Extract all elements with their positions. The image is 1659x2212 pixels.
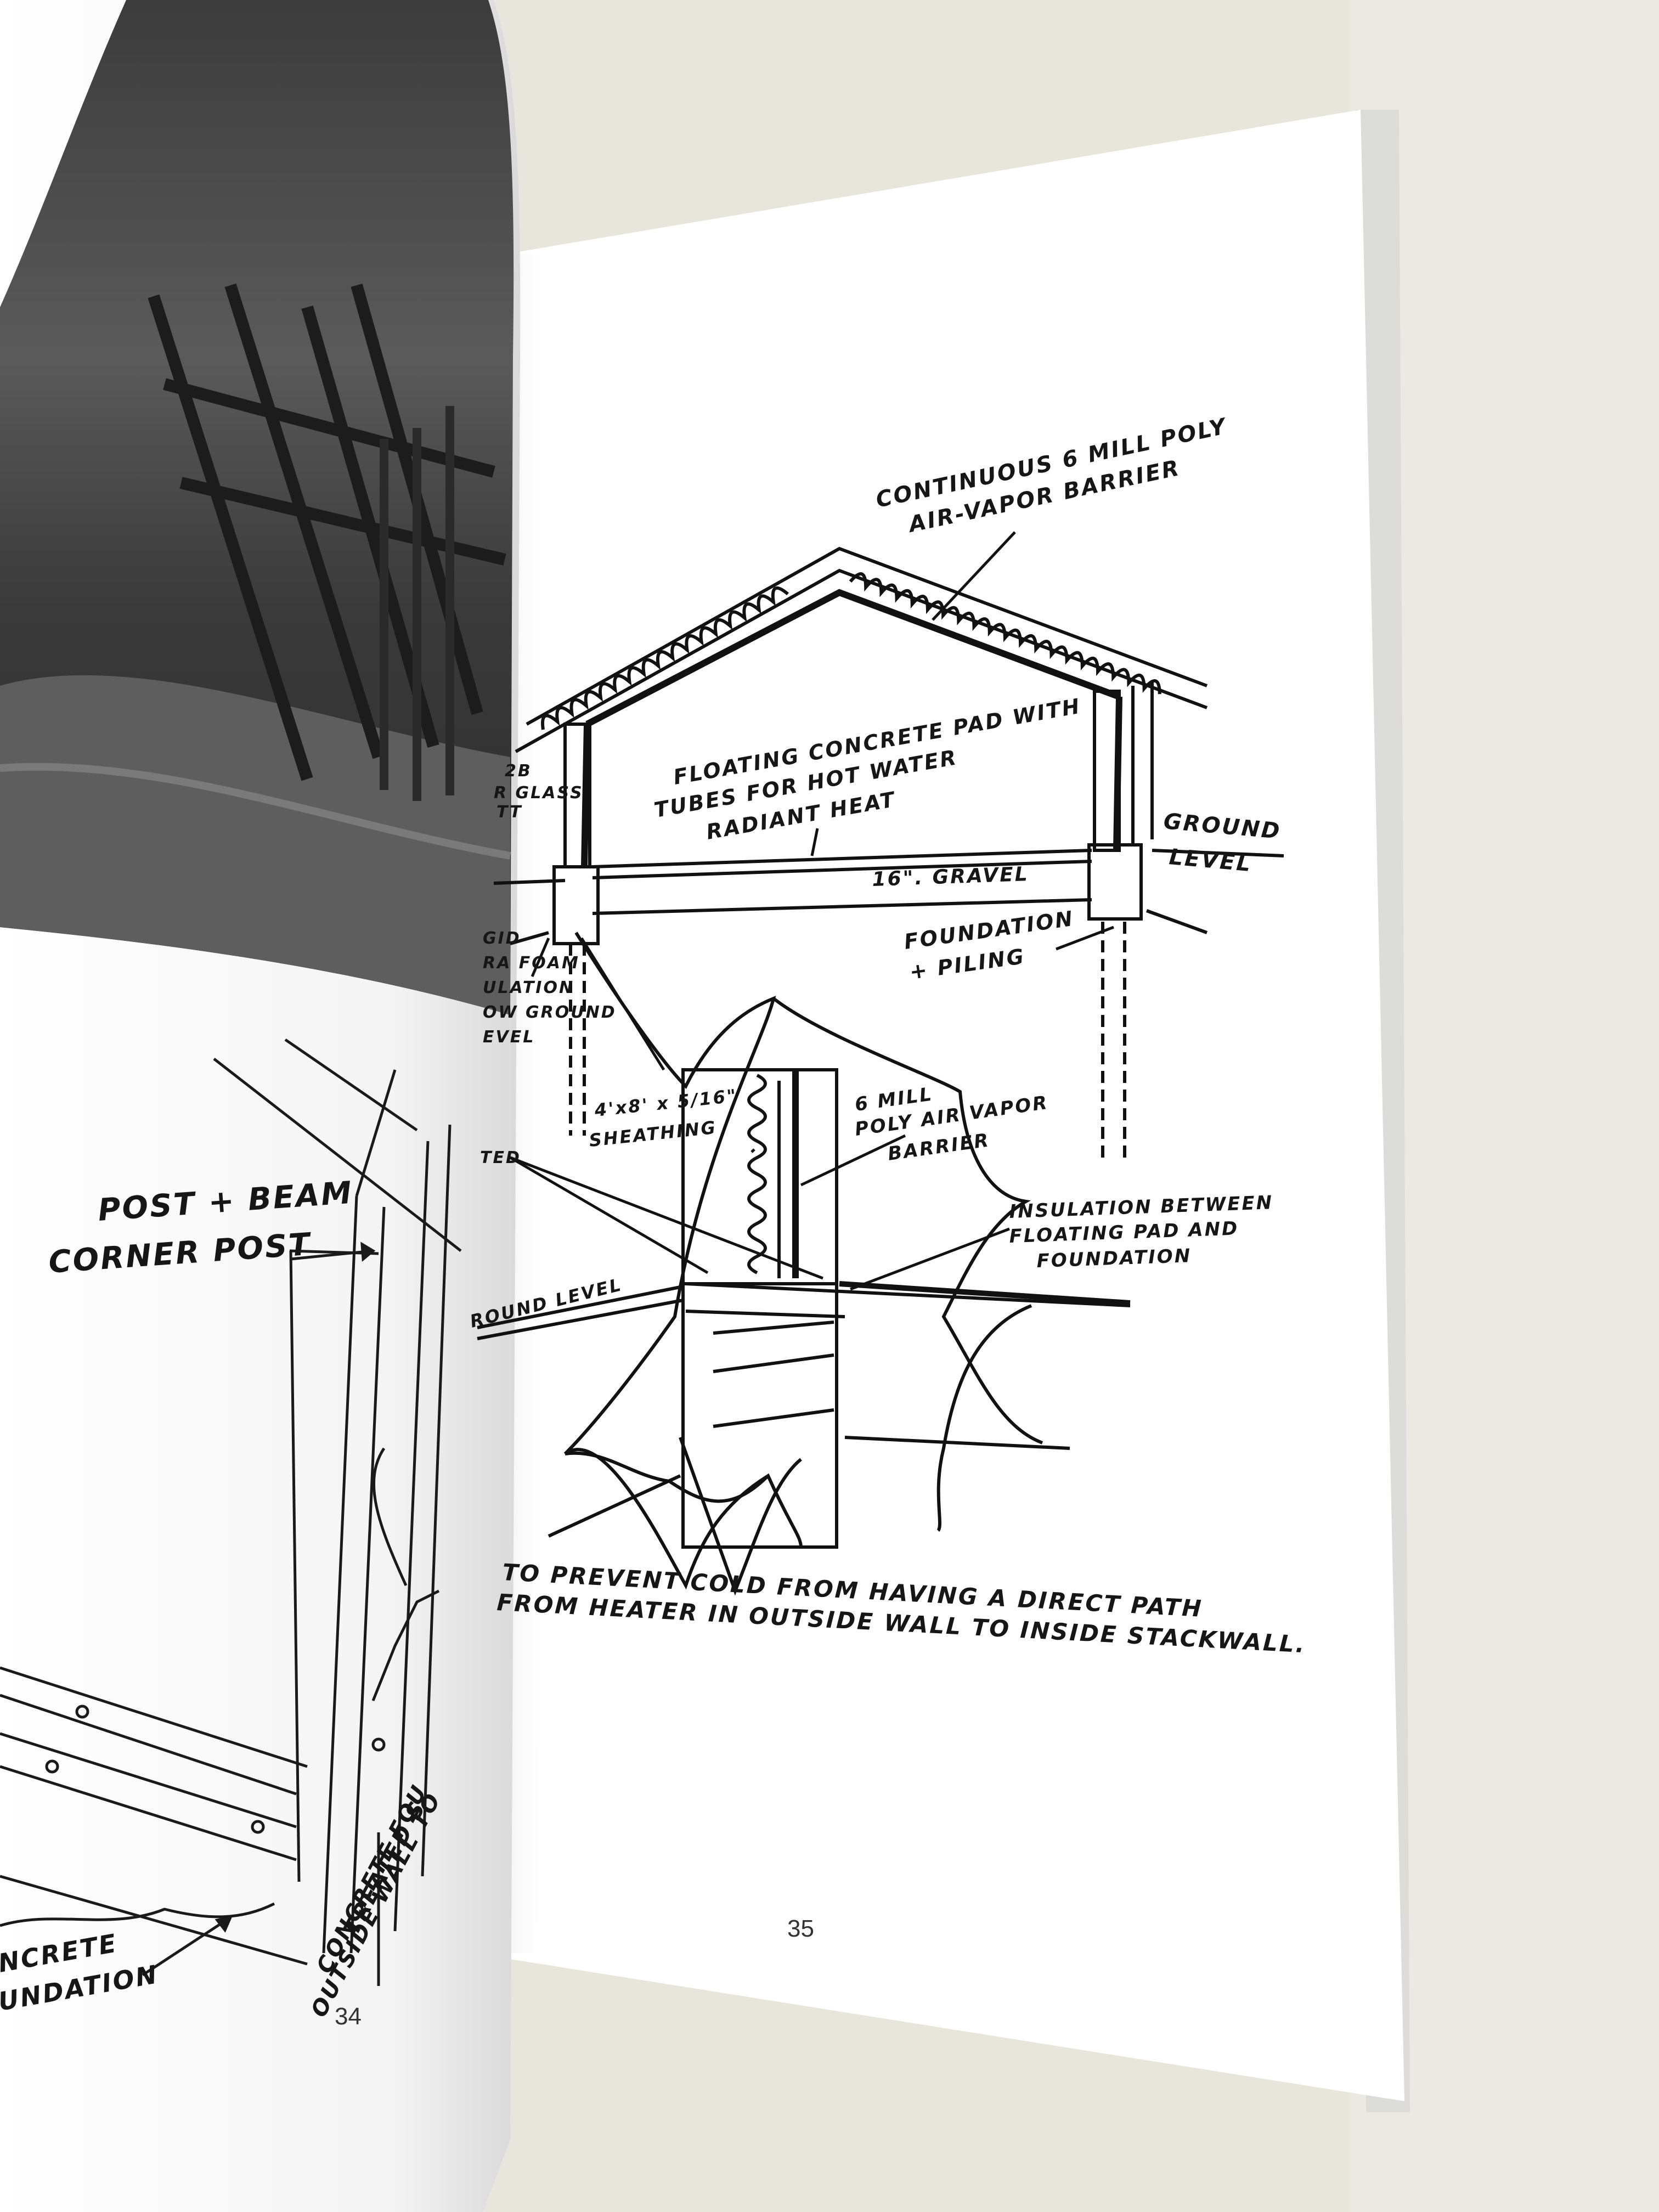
label-cut-1: 2B	[505, 761, 532, 781]
construction-photo	[0, 0, 514, 1015]
right-page-number: 35	[787, 1915, 814, 1942]
label-rigid-4: OW GROUND	[483, 1003, 617, 1022]
detail-callout-drawing	[477, 932, 1131, 1596]
corner-post-drawing	[0, 1038, 462, 1986]
right-page	[472, 110, 1404, 2101]
leader-lines	[509, 531, 1114, 1291]
label-cut-3: TT	[496, 803, 523, 822]
left-page-number: 34	[335, 2003, 362, 2030]
label-gravel: 16". GRAVEL	[872, 863, 1029, 891]
label-cut-2: R GLASS	[494, 783, 584, 803]
house-section-drawing	[493, 546, 1284, 1163]
label-rigid-1: GID	[483, 929, 521, 948]
label-rigid-5: EVEL	[483, 1028, 535, 1047]
label-rigid-2: RA FOAM	[483, 953, 580, 973]
label-ted: TED	[480, 1148, 521, 1167]
label-rigid-3: ULATION	[483, 978, 574, 997]
label-insulation-3: FOUNDATION	[1036, 1245, 1192, 1272]
